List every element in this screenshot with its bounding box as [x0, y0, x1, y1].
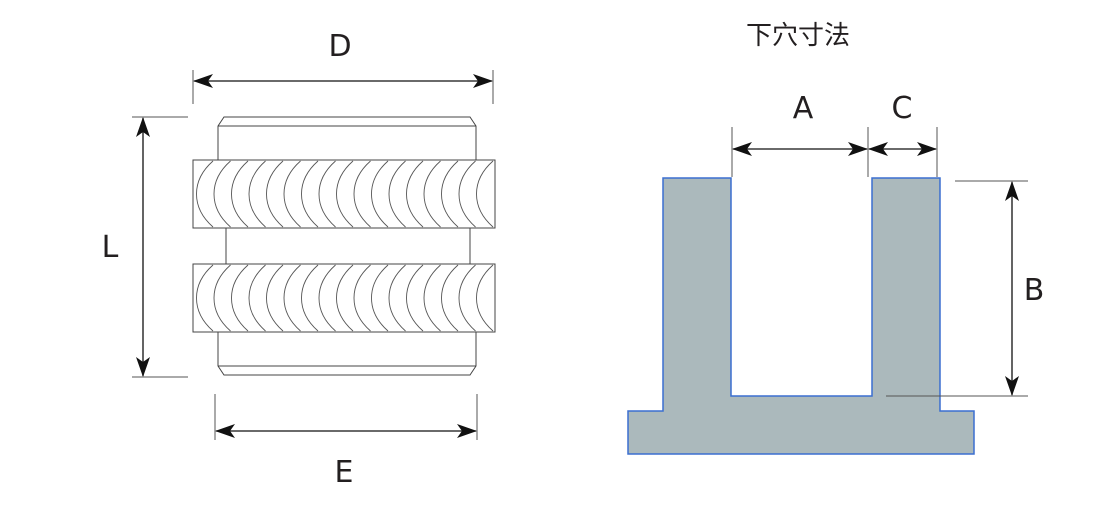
knurl-tooth	[248, 160, 266, 228]
knurl-tooth	[353, 264, 371, 332]
b-dimension-label: B	[1024, 273, 1045, 308]
knurl-tooth	[231, 264, 249, 332]
knurl-tooth	[336, 160, 354, 228]
knurl-tooth	[458, 160, 476, 228]
knurl-tooth	[406, 160, 424, 228]
knurl-tooth	[213, 160, 231, 228]
knurl-tooth	[248, 264, 266, 332]
knurl-tooth	[301, 264, 319, 332]
knurl-tooth	[458, 264, 476, 332]
knurl-tooth	[388, 160, 406, 228]
knurl-tooth	[353, 160, 371, 228]
knurl-band-upper	[192, 159, 496, 229]
a-dimension-label: A	[793, 91, 814, 126]
knurl-tooth	[213, 264, 231, 332]
knurl-tooth	[196, 264, 214, 332]
insert-side-view: D L E	[102, 29, 496, 490]
c-dimension-label: C	[892, 91, 913, 126]
knurl-tooth	[318, 160, 336, 228]
knurl-tooth	[318, 264, 336, 332]
knurl-tooth	[423, 160, 441, 228]
knurl-tooth	[476, 160, 494, 228]
knurl-tooth	[441, 160, 459, 228]
knurl-tooth	[196, 160, 214, 228]
insert-bottom-collar	[217, 331, 477, 376]
knurl-tooth	[371, 264, 389, 332]
knurl-tooth	[423, 264, 441, 332]
boss-section	[627, 177, 975, 455]
pilot-hole-title: 下穴寸法	[746, 21, 850, 51]
knurl-tooth	[231, 160, 249, 228]
d-dimension-label: D	[328, 29, 351, 64]
knurl-tooth	[283, 160, 301, 228]
knurl-tooth	[301, 160, 319, 228]
knurl-tooth	[406, 264, 424, 332]
knurl-tooth	[283, 264, 301, 332]
knurl-tooth	[266, 264, 284, 332]
knurl-tooth	[336, 264, 354, 332]
knurl-tooth	[388, 264, 406, 332]
knurl-band-lower	[192, 263, 496, 333]
insert-neck	[225, 227, 471, 265]
knurl-tooth	[441, 264, 459, 332]
knurl-tooth	[266, 160, 284, 228]
l-dimension-label: L	[102, 230, 119, 265]
knurl-tooth	[476, 264, 494, 332]
e-dimension-label: E	[335, 455, 354, 490]
knurl-tooth	[371, 160, 389, 228]
insert-top-collar	[217, 116, 477, 161]
pilot-hole-section: 下穴寸法 A C B	[627, 21, 1045, 455]
